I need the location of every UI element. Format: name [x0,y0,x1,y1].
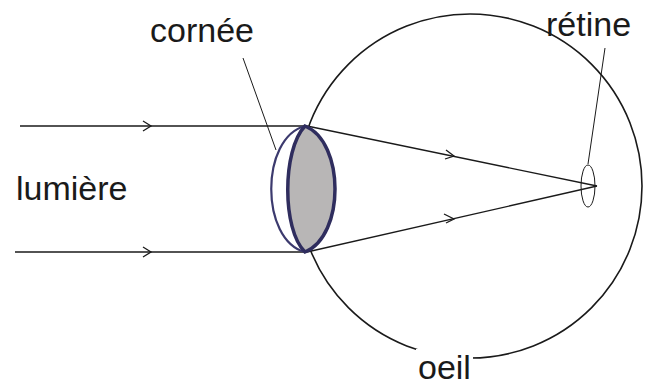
leader-line [588,48,605,164]
part-label: oeil [416,349,473,385]
light-rays [15,121,597,257]
leader-line [243,58,276,150]
retina-spot [581,165,595,207]
eyeball [298,14,642,358]
part-label: cornée [148,12,256,48]
cornea-lens [288,126,335,252]
part-label: lumière [14,170,129,206]
part-label: rétine [544,6,633,42]
